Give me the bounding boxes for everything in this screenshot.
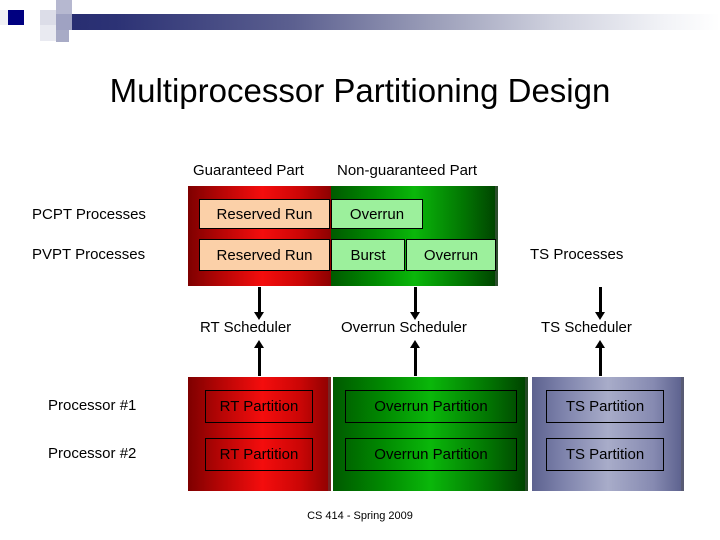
label-rt-scheduler: RT Scheduler: [200, 319, 292, 336]
slide-title: Multiprocessor Partitioning Design: [109, 72, 611, 109]
arrow-head: [410, 312, 420, 320]
chip-processor1-ts-partition: TS Partition: [546, 390, 664, 423]
deco-square-bottom: [56, 30, 69, 42]
row-label-pcpt: PCPT Processes: [32, 206, 146, 223]
deco-square-light: [40, 10, 56, 25]
label-processor-2: Processor #2: [48, 445, 137, 462]
label-ts-processes: TS Processes: [530, 246, 624, 263]
deco-square-fade-left: [0, 10, 8, 25]
arrow-stem: [414, 347, 417, 376]
header-gradient-bar: [33, 14, 720, 30]
deco-square-navy: [8, 10, 24, 25]
arrow-up-rt-partition: [254, 340, 265, 376]
deco-square-mid: [56, 14, 72, 30]
chip-pcpt-overrun: Overrun: [331, 199, 423, 229]
label-overrun-scheduler: Overrun Scheduler: [341, 319, 467, 336]
label-ts-scheduler: TS Scheduler: [541, 319, 632, 336]
arrow-stem: [414, 287, 417, 313]
chip-pvpt-overrun: Overrun: [406, 239, 496, 271]
arrow-down-overrun-scheduler: [410, 287, 421, 320]
arrow-stem: [258, 287, 261, 313]
arrow-up-ts-partition: [595, 340, 606, 376]
arrow-stem: [258, 347, 261, 376]
arrow-stem: [599, 287, 602, 313]
chip-pvpt-burst: Burst: [331, 239, 405, 271]
label-processor-1: Processor #1: [48, 397, 137, 414]
deco-square-white: [24, 10, 40, 25]
chip-processor2-ts-partition: TS Partition: [546, 438, 664, 471]
chip-processor2-overrun-partition: Overrun Partition: [345, 438, 517, 471]
column-right-edge: [681, 377, 684, 491]
band-right-edge: [495, 186, 498, 286]
arrow-head: [410, 340, 420, 348]
chip-processor1-overrun-partition: Overrun Partition: [345, 390, 517, 423]
row-label-pvpt: PVPT Processes: [32, 246, 146, 263]
chip-processor1-rt-partition: RT Partition: [205, 390, 313, 423]
partition-column-rt: [188, 377, 331, 491]
deco-square-pale: [40, 25, 56, 41]
arrow-down-ts-scheduler: [595, 287, 606, 320]
header-decoration: [0, 0, 720, 46]
arrow-head: [595, 340, 605, 348]
chip-pcpt-reserved-run: Reserved Run: [199, 199, 330, 229]
column-right-edge: [328, 377, 331, 491]
arrow-head: [254, 312, 264, 320]
deco-square-mid-top: [56, 0, 72, 14]
partition-column-ts: [532, 377, 684, 491]
chip-pvpt-reserved-run: Reserved Run: [199, 239, 330, 271]
chip-processor2-rt-partition: RT Partition: [205, 438, 313, 471]
arrow-head: [254, 340, 264, 348]
arrow-stem: [599, 347, 602, 376]
arrow-down-rt-scheduler: [254, 287, 265, 320]
caption-non-guaranteed-part: Non-guaranteed Part: [337, 162, 478, 179]
slide-footer: CS 414 - Spring 2009: [307, 510, 413, 522]
caption-guaranteed-part: Guaranteed Part: [193, 162, 304, 179]
arrow-up-overrun-partition: [410, 340, 421, 376]
deco-square-white-lower: [24, 25, 40, 37]
column-right-edge: [525, 377, 528, 491]
partition-column-overrun: [333, 377, 528, 491]
arrow-head: [595, 312, 605, 320]
